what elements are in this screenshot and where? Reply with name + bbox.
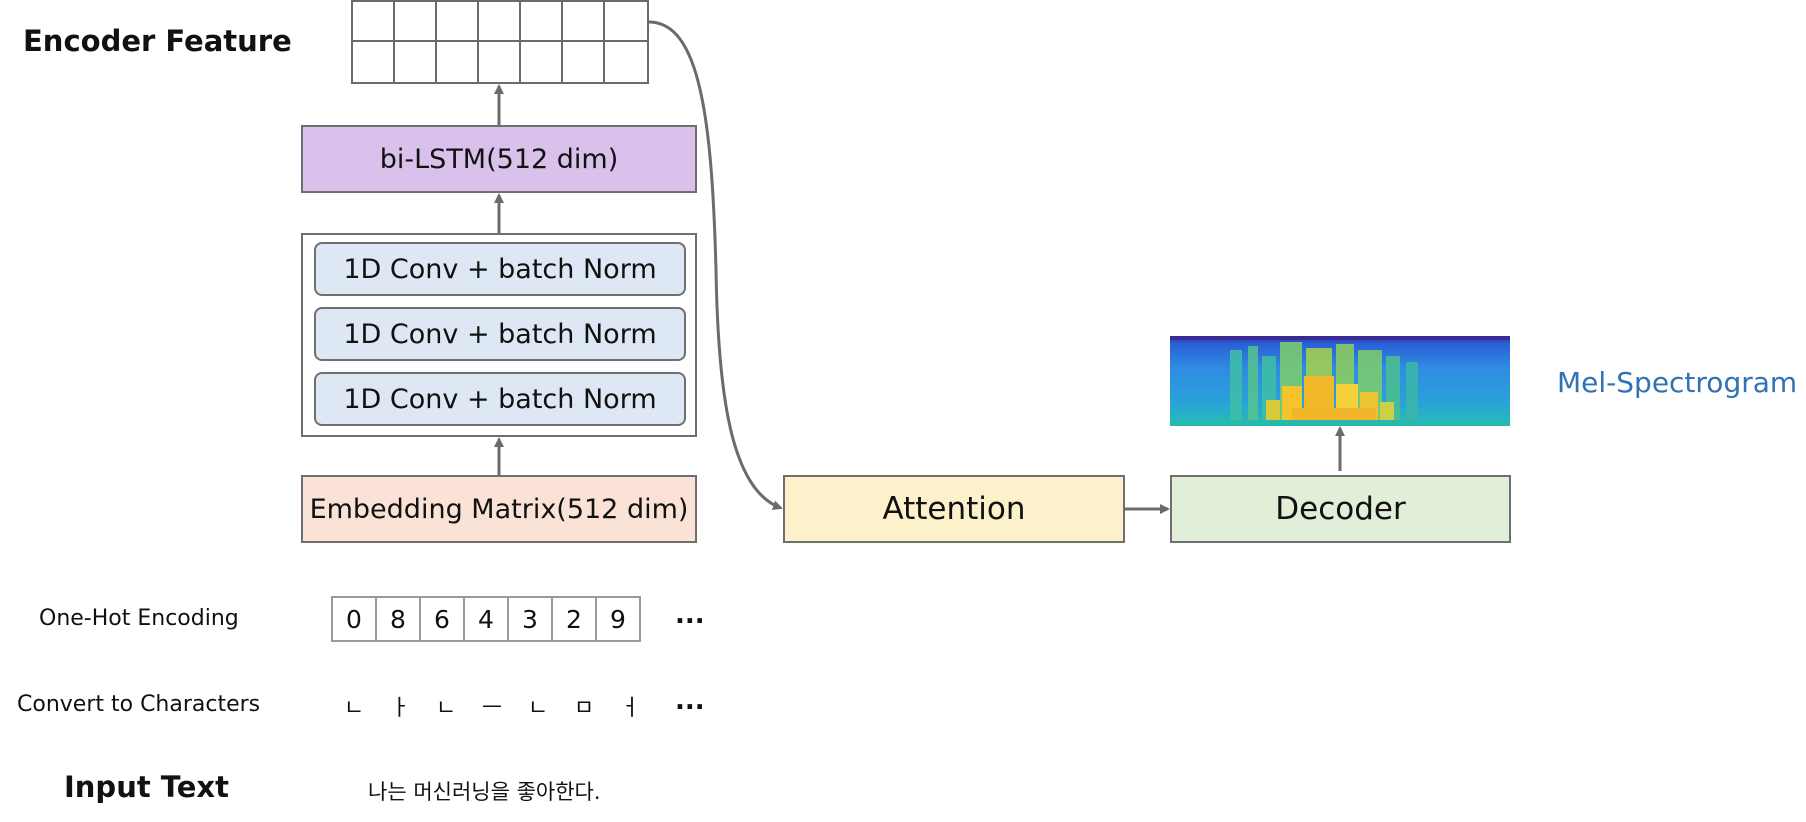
conv-label-1: 1D Conv + batch Norm: [343, 253, 657, 285]
characters-ellipsis: ...: [675, 686, 705, 716]
input-text-label: Input Text: [64, 770, 229, 804]
mel-spectrogram-label: Mel-Spectrogram: [1557, 366, 1798, 399]
conv-label-2: 1D Conv + batch Norm: [343, 318, 657, 350]
bi-lstm-label: bi-LSTM(512 dim): [379, 143, 619, 175]
character-item: ㅡ: [481, 696, 503, 721]
character-item: ㄴ: [435, 696, 457, 721]
conv-label-3: 1D Conv + batch Norm: [343, 383, 657, 415]
bi-lstm-block: bi-LSTM(512 dim): [301, 125, 697, 193]
decoder-block: Decoder: [1170, 475, 1511, 543]
one-hot-row: 0 8 6 4 3 2 9: [331, 596, 641, 642]
character-item: ㅓ: [619, 696, 641, 721]
character-item: ㅁ: [573, 696, 595, 721]
one-hot-ellipsis: ...: [675, 600, 705, 630]
attention-label: Attention: [882, 491, 1026, 527]
decoder-label: Decoder: [1275, 491, 1406, 527]
convert-to-characters-label: Convert to Characters: [17, 692, 261, 717]
character-item: ㅏ: [389, 696, 411, 721]
encoder-feature-label: Encoder Feature: [23, 24, 292, 58]
conv-block-3: 1D Conv + batch Norm: [314, 372, 686, 426]
arrow-encoder-to-attention: [648, 20, 783, 511]
character-item: ㄴ: [527, 696, 549, 721]
mel-spectrogram-image: [1170, 336, 1510, 426]
encoder-feature-grid: [351, 0, 649, 84]
character-item: ㄴ: [343, 696, 365, 721]
conv-block-2: 1D Conv + batch Norm: [314, 307, 686, 361]
attention-block: Attention: [783, 475, 1125, 543]
conv-block-1: 1D Conv + batch Norm: [314, 242, 686, 296]
input-sentence: 나는 머신러닝을 좋아한다.: [368, 780, 601, 804]
embedding-matrix-block: Embedding Matrix(512 dim): [301, 475, 697, 543]
one-hot-digit: 9: [595, 596, 641, 642]
embedding-label: Embedding Matrix(512 dim): [309, 493, 689, 525]
one-hot-encoding-label: One-Hot Encoding: [39, 606, 239, 631]
